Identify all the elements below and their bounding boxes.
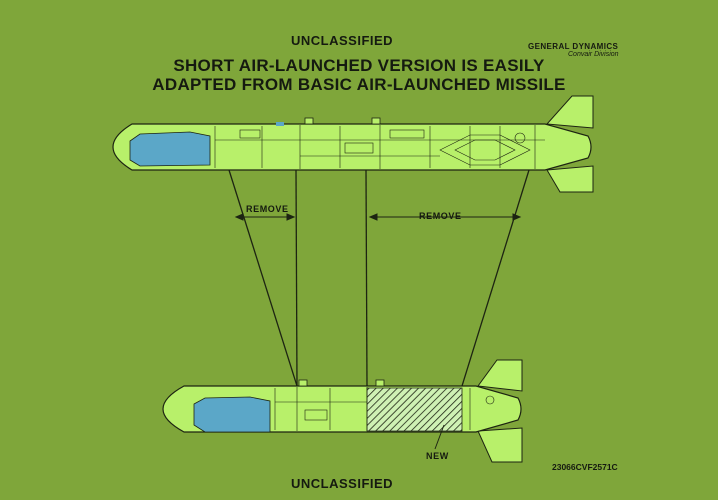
- basic-upper-tail-fin: [545, 95, 594, 129]
- title-line-1: SHORT AIR-LAUNCHED VERSION IS EASILY: [173, 56, 545, 75]
- basic-lower-tail-fin: [546, 165, 594, 193]
- remove-label-right: REMOVE: [419, 211, 462, 221]
- basic-internal-detail: [214, 125, 545, 169]
- basic-wing-port-1: [304, 117, 314, 125]
- short-internal-detail: [274, 387, 495, 431]
- basic-wing-port-2: [371, 117, 381, 125]
- short-upper-tail-fin: [477, 359, 523, 392]
- short-missile: [162, 359, 523, 463]
- remove-arrows: [234, 213, 522, 221]
- basic-blue-marker: [276, 122, 284, 126]
- projection-line-1: [228, 169, 298, 387]
- projection-lines: [228, 169, 530, 387]
- projection-line-3: [365, 169, 368, 387]
- basic-warhead: [129, 131, 211, 167]
- short-wing-port-1: [298, 379, 308, 387]
- title-line-2: ADAPTED FROM BASIC AIR-LAUNCHED MISSILE: [152, 75, 566, 94]
- projection-line-2: [295, 169, 298, 387]
- short-warhead: [193, 396, 271, 433]
- new-pointer-line: [434, 424, 445, 450]
- remove-label-left: REMOVE: [246, 204, 289, 214]
- division-name: Convair Division: [568, 51, 619, 58]
- new-section: [366, 387, 463, 432]
- new-label: NEW: [426, 451, 449, 461]
- classification-top: UNCLASSIFIED: [291, 33, 394, 48]
- classification-bottom: UNCLASSIFIED: [291, 476, 394, 491]
- document-id: 23066CVF2571C: [552, 462, 618, 472]
- short-wing-port-2: [375, 379, 385, 387]
- basic-missile: [112, 95, 594, 193]
- company-logo: GENERAL DYNAMICS: [528, 42, 619, 51]
- short-lower-tail-fin: [477, 427, 523, 463]
- projection-line-4: [461, 169, 530, 387]
